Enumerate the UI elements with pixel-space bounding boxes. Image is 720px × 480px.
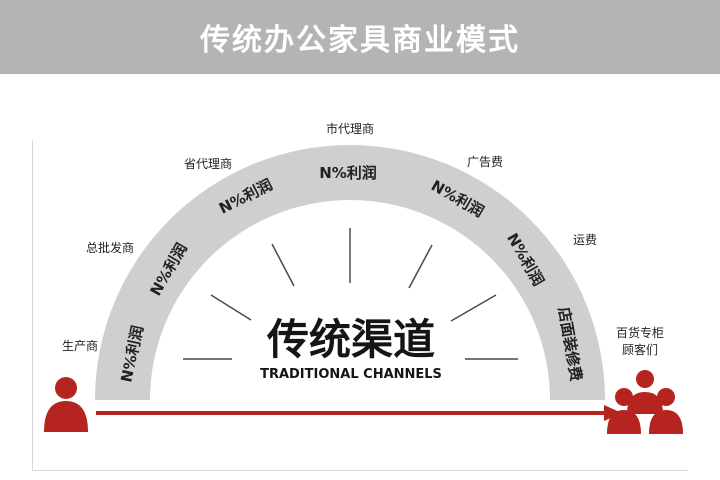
stage-label-wholesaler: 总批发商 [86, 240, 134, 255]
stage-label-advertising: 广告费 [467, 155, 503, 169]
header-bar: 传统办公家具商业模式 [0, 0, 720, 74]
spokes [183, 228, 518, 360]
center-subtitle: TRADITIONAL CHANNELS [260, 367, 442, 382]
group-icon [607, 370, 683, 434]
band-label-profit: N%利润 [319, 164, 377, 182]
person-icon [44, 377, 88, 432]
stage-label-producer: 生产商 [62, 338, 98, 353]
stage-label-city-agent: 市代理商 [326, 121, 374, 136]
arch-band [95, 145, 605, 400]
stage-label-shipping: 运费 [573, 233, 597, 247]
page-title: 传统办公家具商业模式 [200, 23, 520, 58]
spoke [271, 243, 295, 287]
frame-edge-left [32, 140, 33, 470]
spoke [408, 244, 433, 289]
stage-label-provincial-agent: 省代理商 [184, 156, 232, 171]
spoke [450, 294, 497, 322]
spoke [210, 294, 252, 321]
flow-arrowhead [604, 405, 622, 421]
center-title: 传统渠道 [266, 315, 435, 364]
frame-edge-bottom [32, 470, 688, 471]
stage-label-retailer: 百货专柜 [616, 325, 664, 340]
stage-label-customers: 顾客们 [622, 342, 658, 357]
